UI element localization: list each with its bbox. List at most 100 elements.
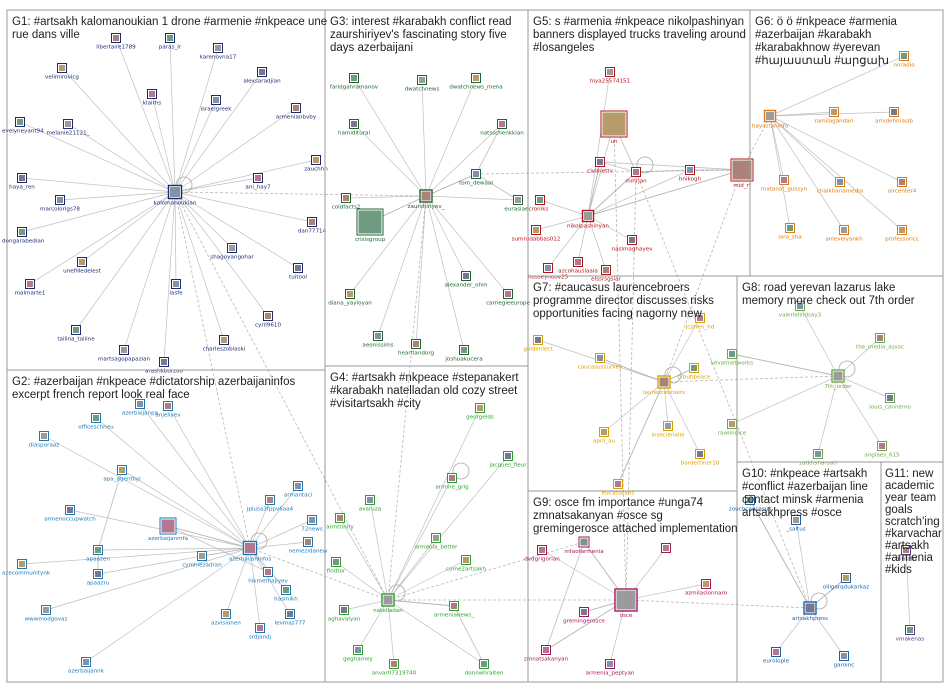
node-dan77714[interactable]: dan77714 <box>298 217 327 235</box>
node-geghamey[interactable]: geghamey <box>343 645 374 663</box>
node-insecienalie[interactable]: insecienalie <box>651 421 685 439</box>
node-anvar07319740[interactable]: anvar07319740 <box>372 659 417 677</box>
node-armtrinity[interactable]: armtrinity <box>326 513 355 531</box>
node-nikolpashinyan[interactable]: nikolpashinyan <box>567 209 609 230</box>
node-naslmaghayev[interactable]: naslmaghayev <box>612 235 654 253</box>
node-vmakenas[interactable]: vmakenas <box>896 625 925 643</box>
node-officeschneu[interactable]: officeschneu <box>78 413 114 431</box>
node-armenia_better[interactable]: armenia_better <box>415 533 459 551</box>
node-zouchcaucasus[interactable]: zouchcaucasus <box>729 495 772 513</box>
node-arashkborzoo[interactable]: arashkborzoo <box>145 357 184 375</box>
node-lara_sha[interactable]: lara_sha <box>778 223 802 241</box>
node-hasmikh[interactable]: hasmikh <box>274 585 298 603</box>
node-aircenter4[interactable]: aircenter4 <box>888 177 917 195</box>
node-malmarte1[interactable]: malmarte1 <box>15 279 46 297</box>
node-zaurshiriyev[interactable]: zaurshiriyev_ <box>408 189 445 210</box>
node-hiya25574151[interactable]: hiya25574151 <box>590 67 631 85</box>
node-jacques_fleur[interactable]: jacques_fleur <box>488 451 527 469</box>
node-findtor[interactable]: findtor <box>327 557 346 575</box>
node-anleveiyankh[interactable]: anleveiyankh <box>825 225 863 243</box>
node-amidehmasib[interactable]: amidehmasib <box>875 107 913 125</box>
node-srdjandj[interactable]: srdjandj <box>249 623 272 641</box>
node-hnikogh[interactable]: hnikogh <box>679 165 702 183</box>
node-matanat_gussyn[interactable]: matanat_gussyn <box>761 175 808 193</box>
node-azvisionen[interactable]: azvisionen <box>211 609 241 627</box>
node-eucasseans[interactable]: eucasseans <box>602 479 635 497</box>
node-nnradio[interactable]: nnradio <box>893 51 915 69</box>
node-dwatchnews_mena[interactable]: dwatchnews_mena <box>449 73 503 91</box>
node-civilnettv[interactable]: civilnettv <box>587 157 614 175</box>
node-haya_ren[interactable]: haya_ren <box>9 173 35 191</box>
node-tuitool[interactable]: tuitool <box>289 263 307 281</box>
node-zauchhh[interactable]: zauchhh <box>304 155 328 173</box>
node-georgelds[interactable]: georgelds <box>466 403 494 421</box>
node-shagoyangohar[interactable]: shagoyangohar <box>210 243 254 261</box>
node-ani_hay7[interactable]: ani_hay7 <box>245 173 271 191</box>
node-cyril9610[interactable]: cyril9610 <box>255 311 281 329</box>
node-klairhs[interactable]: klairhs <box>143 89 162 107</box>
node-armenia_peptyan[interactable]: armenia_peptyan <box>586 659 635 677</box>
node-hayastaninfo[interactable]: hayastaninfo <box>752 109 789 130</box>
node-israelgreek[interactable]: israelgreek <box>200 95 232 113</box>
node-anglaes_615[interactable]: anglaes_615 <box>864 441 900 459</box>
node-samuel_kam[interactable] <box>661 543 671 553</box>
node-velimirovicg[interactable]: velimirovicg <box>45 63 79 81</box>
node-garoinc[interactable]: garoinc <box>834 651 855 669</box>
node-marcolorigs78[interactable]: marcolorigs78 <box>40 195 80 213</box>
node-azcohauslaala[interactable]: azcohauslaala <box>558 257 598 275</box>
node-eurolople[interactable]: eurolople <box>763 647 790 665</box>
node-joshuakucera[interactable]: joshuakucera <box>444 345 483 363</box>
node-olligarqdukarkaz[interactable]: olligarqdukarkaz <box>823 573 869 591</box>
node-aghavalyan[interactable]: aghavalyan <box>328 605 361 623</box>
node-april_au[interactable]: april_au <box>593 427 616 445</box>
node-zatkhsharsati[interactable]: zatkhsharsati <box>799 449 837 467</box>
node-natsschenkkian[interactable]: natsschenkkian <box>480 119 524 137</box>
node-cymhiezadran[interactable]: cymhiezadran <box>182 551 222 569</box>
node-libertaire1789[interactable]: libertaire1789 <box>96 33 136 51</box>
node-louis_cannemo[interactable]: louis_cannemo <box>869 393 911 411</box>
node-_saltus[interactable]: _saltus <box>785 515 806 533</box>
node-armenoccupwatch[interactable]: armenoccupwatch <box>44 505 96 523</box>
node-melanie21121_[interactable]: melanie21121_ <box>46 119 90 137</box>
node-un[interactable]: un <box>600 110 628 145</box>
node-diana_yayloyan[interactable]: diana_yayloyan <box>328 289 372 307</box>
node-kalomanoukian[interactable]: kalomanoukian <box>154 184 197 207</box>
node-hamiditurai[interactable]: hamiditurai <box>338 119 371 137</box>
node-anjeliyev[interactable]: anjeliyev <box>155 401 181 419</box>
node-coldfacts2[interactable]: coldfacts2 <box>332 193 361 211</box>
node-alexsaradjian[interactable]: alexsaradjian <box>243 67 281 85</box>
node-7th_order[interactable]: 7th_order <box>824 369 852 390</box>
node-elssrsgsiar[interactable]: elssrsgsiar <box>591 265 622 283</box>
node-natelladan[interactable]: natelladan <box>373 593 403 614</box>
node-zmnatsakanyan[interactable]: zmnatsakanyan <box>524 645 569 663</box>
node-eurasiaec[interactable]: eurasiaec <box>504 195 532 213</box>
node-dvdgrigorian[interactable]: dvdgrigorian <box>524 545 560 563</box>
node-sumrudabbas012[interactable]: sumrudabbas012 <box>512 225 561 243</box>
node-armine_grig[interactable]: armine_grig <box>435 473 469 491</box>
node-armantaci[interactable]: armantaci <box>284 481 313 499</box>
node-mihrjan[interactable]: mihrjan <box>625 167 647 185</box>
node-wwwmodgovaz[interactable]: wwwmodgovaz <box>25 605 68 623</box>
node-valerielindsay3[interactable]: valerielindsay3 <box>779 301 822 319</box>
node-azerbaijaninfos[interactable]: azerbaijaninfos <box>229 540 272 563</box>
node-crbutlpeace[interactable]: crbutlpeace <box>677 363 711 381</box>
node-bordertiner10[interactable]: bordertiner10 <box>681 449 720 467</box>
node-armenianbvby[interactable]: armenianbvby <box>276 103 317 121</box>
node-mfaofarmenia[interactable]: mfaofarmenia <box>564 536 604 555</box>
node-gremingerosce[interactable]: gremingerosce <box>563 607 605 625</box>
node-tom_dewaal[interactable]: tom_dewaal <box>459 169 493 187</box>
node-ramilagandari[interactable]: ramilagandari <box>814 107 854 125</box>
node-martsagopapazian[interactable]: martsagopapazian <box>98 345 151 363</box>
node-mid_rf[interactable]: mid_rf <box>730 158 754 189</box>
node-armath[interactable]: armath <box>896 545 917 563</box>
node-unefilledelest[interactable]: unefilledelest <box>63 257 102 275</box>
node-apaazen[interactable]: apaazen <box>86 545 110 563</box>
node-charleszoblaski[interactable]: charleszoblaski <box>203 335 246 353</box>
node-roniks[interactable]: roniks <box>532 195 549 213</box>
node-jplusa3fppv6aa4[interactable]: jplusa3fppv6aa4 <box>246 495 294 513</box>
node-nemezidanew[interactable]: nemezidanew <box>289 537 328 555</box>
node-osce[interactable]: osce <box>614 588 638 619</box>
node-avaruza[interactable]: avaruza <box>359 495 381 513</box>
node-azmilaslonnaro[interactable]: azmilaslonnaro <box>685 579 728 597</box>
node-apa_agentliyi[interactable]: apa_agentliyi <box>103 465 141 483</box>
